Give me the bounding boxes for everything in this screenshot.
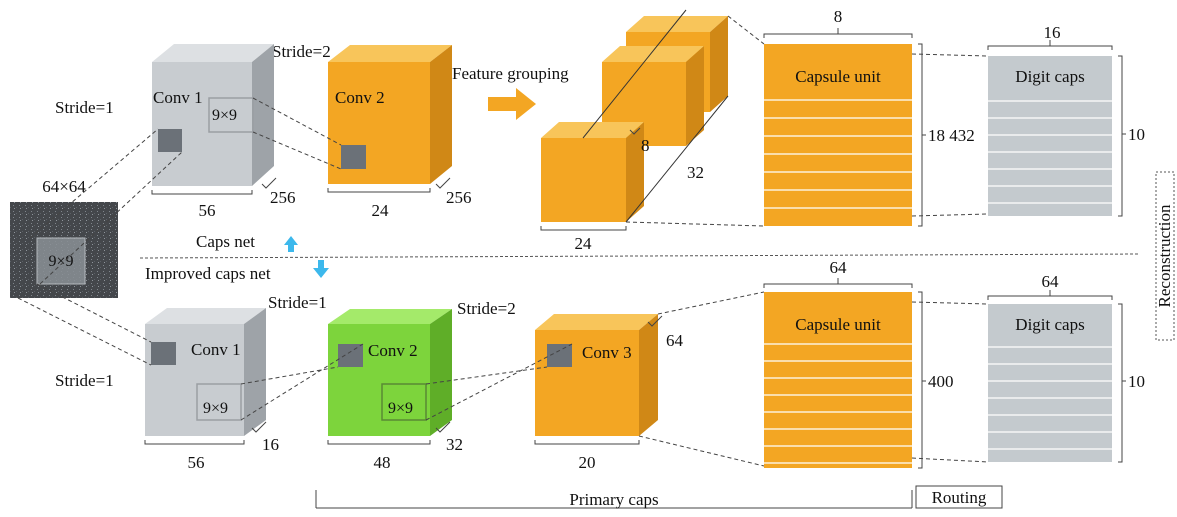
input-size-label: 64×64 bbox=[42, 177, 86, 196]
top-capsule-unit bbox=[764, 44, 912, 226]
bottom-capsule-label: Capsule unit bbox=[795, 315, 881, 334]
bottom-conv1-block bbox=[145, 308, 266, 436]
top-primary-capsule-stack bbox=[541, 9, 729, 223]
improved-caps-net-down-arrow bbox=[313, 260, 329, 278]
bottom-conv1-kernel: 9×9 bbox=[203, 400, 228, 417]
reconstruction-box bbox=[1155, 171, 1175, 341]
bottom-conv2-depth: 32 bbox=[446, 435, 463, 454]
top-projection-lines bbox=[29, 97, 342, 285]
top-prim-count: 32 bbox=[687, 163, 704, 182]
top-digit-top-dim: 16 bbox=[1044, 23, 1061, 42]
top-conv1-depth: 256 bbox=[270, 188, 296, 207]
bottom-capsule-side-dim: 400 bbox=[928, 372, 954, 391]
routing-label: Routing bbox=[932, 488, 987, 507]
top-prim-depth: 8 bbox=[641, 136, 650, 155]
bottom-stride1-left-label: Stride=1 bbox=[55, 371, 114, 390]
bottom-digit-label: Digit caps bbox=[1015, 315, 1084, 334]
improved-caps-net-label: Improved caps net bbox=[145, 264, 271, 283]
top-conv1-label: Conv 1 bbox=[153, 88, 203, 107]
bottom-stride1-mid-label: Stride=1 bbox=[268, 293, 327, 312]
top-conv1-receptive-field bbox=[158, 129, 182, 152]
bottom-conv2-block bbox=[328, 309, 452, 436]
bottom-stride2-label: Stride=2 bbox=[457, 299, 516, 318]
top-conv1-block bbox=[152, 44, 274, 186]
top-digit-caps bbox=[988, 56, 1112, 216]
input-image: 9×9 bbox=[10, 202, 118, 298]
caps-net-label: Caps net bbox=[196, 232, 255, 251]
bottom-conv2-width: 48 bbox=[374, 453, 391, 472]
bottom-digit-caps bbox=[988, 304, 1112, 462]
top-conv1-width-bracket bbox=[151, 190, 253, 195]
top-conv1-width: 56 bbox=[199, 201, 216, 220]
bottom-conv3-block bbox=[535, 314, 658, 436]
top-capsule-side-dim: 18 432 bbox=[928, 126, 975, 145]
top-digit-side-dim: 10 bbox=[1128, 125, 1145, 144]
reconstruction-label: Reconstruction bbox=[1155, 204, 1174, 307]
bottom-conv2-kernel: 9×9 bbox=[388, 400, 413, 417]
bottom-conv2-receptive-field bbox=[338, 344, 363, 367]
bottom-conv1-receptive-field bbox=[151, 342, 176, 365]
top-stride1-label: Stride=1 bbox=[55, 98, 114, 117]
bottom-conv1-width: 56 bbox=[188, 453, 205, 472]
top-conv2-receptive-field bbox=[341, 145, 366, 169]
bottom-conv1-label: Conv 1 bbox=[191, 340, 241, 359]
input-kernel-label: 9×9 bbox=[48, 253, 73, 270]
bottom-conv3-receptive-field bbox=[547, 344, 572, 367]
bottom-capsule-unit bbox=[764, 292, 912, 468]
top-conv2-width: 24 bbox=[372, 201, 390, 220]
top-capsule-top-dim: 8 bbox=[834, 7, 843, 26]
bottom-capsule-top-dim: 64 bbox=[830, 258, 848, 277]
bottom-conv3-label: Conv 3 bbox=[582, 343, 632, 362]
bottom-conv2-label: Conv 2 bbox=[368, 341, 418, 360]
primary-caps-label: Primary caps bbox=[569, 490, 658, 509]
top-prim-width: 24 bbox=[575, 234, 593, 253]
bottom-conv3-width: 20 bbox=[579, 453, 596, 472]
top-conv2-depth: 256 bbox=[446, 188, 472, 207]
caps-net-up-arrow bbox=[284, 236, 298, 252]
bottom-digit-top-dim: 64 bbox=[1042, 272, 1060, 291]
bottom-conv1-depth: 16 bbox=[262, 435, 279, 454]
feature-grouping-arrow bbox=[488, 88, 536, 120]
top-conv1-kernel: 9×9 bbox=[212, 107, 237, 124]
section-divider bbox=[139, 253, 1141, 259]
bottom-conv3-depth: 64 bbox=[666, 331, 684, 350]
top-digit-label: Digit caps bbox=[1015, 67, 1084, 86]
feature-grouping-label: Feature grouping bbox=[452, 64, 569, 83]
routing-box bbox=[915, 485, 1003, 509]
bottom-digit-side-dim: 10 bbox=[1128, 372, 1145, 391]
top-stride2-label: Stride=2 bbox=[272, 42, 331, 61]
top-conv2-block bbox=[328, 45, 452, 184]
top-capsule-label: Capsule unit bbox=[795, 67, 881, 86]
top-conv2-label: Conv 2 bbox=[335, 88, 385, 107]
bottom-projection-lines bbox=[17, 283, 765, 467]
